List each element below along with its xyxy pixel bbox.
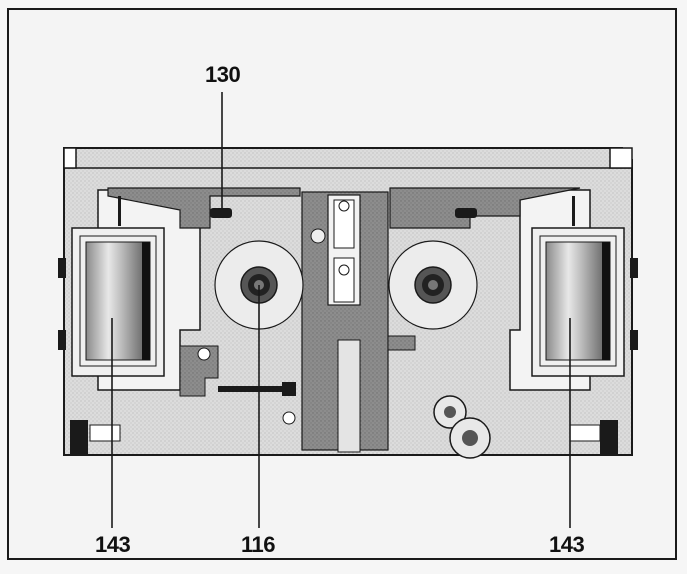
callout-143-left: 143 [95,532,131,557]
lower-left-bracket [179,345,296,425]
callout-130: 130 [205,62,241,87]
top-lever-bar [107,187,581,229]
callout-116: 116 [241,532,276,557]
left-solenoid [71,227,165,377]
central-column [301,191,416,453]
callout-143-right: 143 [549,532,585,557]
lower-right-rollers [433,395,491,459]
right-reel-spindle [388,240,478,330]
leader-lines [111,92,571,528]
right-solenoid [531,227,625,377]
